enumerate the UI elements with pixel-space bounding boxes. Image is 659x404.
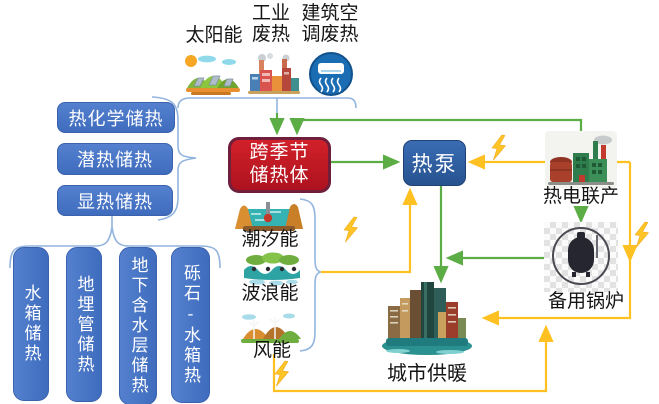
- boiler-tank-icon: [544, 222, 618, 292]
- bar-gravel-water-tank: 砾石-水箱热: [171, 247, 210, 403]
- flow-right-down-to-city: [481, 162, 632, 326]
- flow-chp-to-core: [289, 117, 583, 136]
- bar-borehole-storage: 地埋管储热: [66, 247, 102, 402]
- air-conditioner-icon: [306, 51, 356, 97]
- brace-renewables: [299, 198, 322, 352]
- bar-water-tank-storage: 水箱储热: [13, 247, 49, 401]
- bar-aquifer-storage: 地下含水层储热: [119, 247, 157, 404]
- box-thermochemical-storage: 热化学储热: [57, 102, 175, 133]
- label-tidal-energy: 潮汐能: [241, 229, 299, 250]
- tidal-dam-icon: [235, 199, 303, 233]
- flow-renewables-to-heatpump: [321, 187, 418, 274]
- label-chp: 热电联产: [542, 186, 619, 207]
- label-solar: 太阳能: [185, 25, 243, 46]
- brace-storage-types: [151, 96, 197, 221]
- factory-icon: [246, 52, 302, 96]
- brace-sensible-subtypes: [9, 215, 221, 269]
- solar-hills-icon: [184, 52, 242, 96]
- label-wind-energy: 风能: [252, 340, 291, 361]
- wind-turbines-icon: [239, 313, 303, 345]
- label-industrial-waste-heat: 工业废热: [251, 3, 290, 46]
- label-backup-boiler: 备用锅炉: [547, 291, 624, 312]
- label-building-ac-waste-heat: 建筑空调废热: [301, 3, 359, 46]
- label-city-heating: 城市供暖: [387, 363, 467, 385]
- box-latent-storage: 潜热储热: [57, 143, 173, 175]
- lightning-icon: [274, 360, 290, 387]
- box-heat-pump: 热泵: [403, 140, 466, 186]
- bracket-sources: [177, 97, 357, 113]
- lightning-icon: [343, 216, 359, 243]
- cogeneration-plant-icon: [545, 131, 617, 188]
- wave-energy-icon: [242, 252, 302, 286]
- city-skyline-icon: [380, 268, 475, 360]
- box-seasonal-storage-core: 跨季节储热体: [228, 137, 331, 193]
- label-wave-energy: 波浪能: [241, 283, 299, 304]
- lightning-icon: [491, 134, 507, 161]
- flow-wind-bottom-to-city: [272, 324, 554, 393]
- box-sensible-storage: 显热储热: [57, 185, 173, 216]
- lightning-icon: [634, 221, 650, 248]
